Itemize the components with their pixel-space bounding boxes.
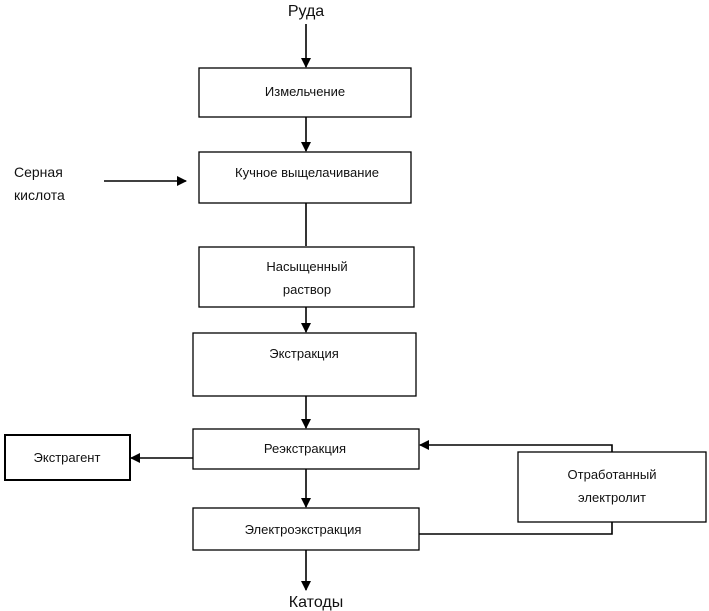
svg-text:Электроэкстракция: Электроэкстракция: [245, 522, 362, 537]
svg-text:Экстрагент: Экстрагент: [34, 450, 101, 465]
svg-text:Экстракция: Экстракция: [269, 346, 339, 361]
line-to-spent-electrolyte: [419, 522, 613, 535]
step-grinding: Измельчение: [198, 67, 412, 118]
svg-text:Измельчение: Измельчение: [265, 84, 345, 99]
spent-electrolyte-box: Отработанный электролит: [517, 451, 707, 523]
svg-text:электролит: электролит: [578, 490, 646, 505]
input-label: Руда: [288, 3, 324, 20]
svg-text:Насыщенный: Насыщенный: [266, 259, 347, 274]
step-extraction: Экстракция: [192, 332, 417, 397]
svg-text:Отработанный: Отработанный: [568, 467, 657, 482]
svg-text:раствор: раствор: [283, 282, 331, 297]
reagent-label-1: Серная: [14, 164, 63, 180]
step-pregnant-solution: Насыщенный раствор: [198, 246, 415, 308]
step-stripping: Реэкстракция: [192, 428, 420, 470]
step-electrowinning: Электроэкстракция: [192, 507, 420, 551]
svg-text:Кучное выщелачивание: Кучное выщелачивание: [235, 165, 379, 180]
arrow-recycle: [419, 440, 613, 452]
step-heap-leaching: Кучное выщелачивание: [198, 151, 412, 204]
reagent-label-2: кислота: [14, 187, 65, 203]
svg-text:Реэкстракция: Реэкстракция: [264, 441, 346, 456]
output-label: Катоды: [289, 594, 343, 611]
extractant-box: Экстрагент: [4, 434, 131, 481]
